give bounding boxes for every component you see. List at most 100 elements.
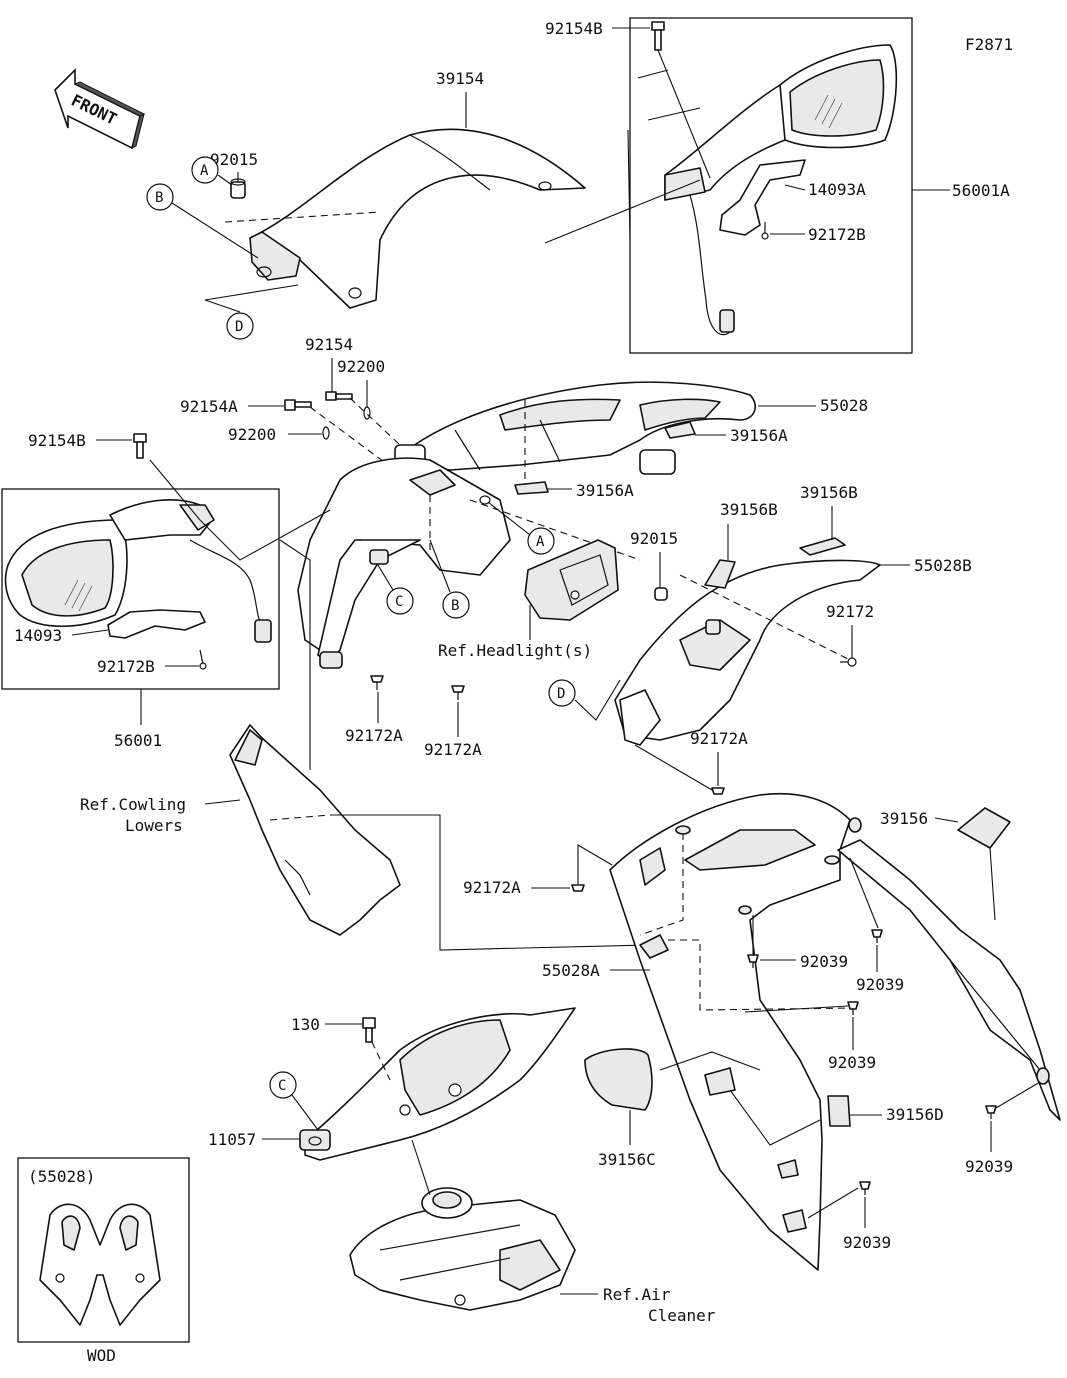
callout-d-top: D: [204, 284, 299, 340]
svg-text:C: C: [395, 594, 403, 610]
label-55028b: 55028B: [914, 556, 972, 575]
label-14093: 14093: [14, 626, 62, 645]
callout-d-mid: D: [548, 679, 621, 721]
screw-92172b-left: [199, 649, 207, 670]
inset-box: [17, 1157, 190, 1343]
figure-code: F2871: [965, 35, 1013, 54]
inner-cowl-center: [297, 457, 511, 669]
label-ref-air-cleaner-2: Cleaner: [648, 1306, 716, 1325]
callout-a-mid: A: [487, 501, 555, 555]
screw-92172b-right: [761, 222, 769, 240]
rivet-92039-a: [747, 954, 759, 968]
label-56001a: 56001A: [952, 181, 1010, 200]
label-92154: 92154: [305, 335, 353, 354]
label-39156a-lower: 39156A: [576, 481, 634, 500]
label-56001: 56001: [114, 731, 162, 750]
bracket-14093a: [719, 159, 806, 236]
label-92172a-a: 92172A: [345, 726, 403, 745]
cowling-lower-ref: [229, 724, 401, 936]
side-cowl-55028a: [609, 792, 851, 1271]
side-cowl-rear: [837, 817, 1061, 1121]
patch-39156b-right: [799, 537, 846, 556]
assembly-box-56001a: [629, 17, 913, 354]
mirror-left: [4, 499, 272, 643]
label-92039-e: 92039: [843, 1233, 891, 1252]
label-ref-air-cleaner-1: Ref.Air: [603, 1285, 671, 1304]
upper-cowl-55028: [394, 381, 756, 475]
label-92015-top: 92015: [210, 150, 258, 169]
screw-92172-right: [840, 657, 857, 667]
callout-b-mid: B: [429, 539, 470, 619]
label-39156b-right: 39156B: [800, 483, 858, 502]
air-cleaner-ref: [349, 1187, 576, 1311]
label-92200-top: 92200: [337, 357, 385, 376]
inset-cowl-front-view: [39, 1203, 161, 1326]
label-55028a: 55028A: [542, 961, 600, 980]
rivet-92039-e: [859, 1181, 871, 1195]
bracket-14093: [107, 609, 206, 639]
label-11057: 11057: [208, 1130, 256, 1149]
label-55028: 55028: [820, 396, 868, 415]
svg-text:D: D: [557, 686, 565, 702]
label-39156: 39156: [880, 809, 928, 828]
bolt-92154b-top: [651, 21, 665, 51]
label-39156d: 39156D: [886, 1105, 944, 1124]
callout-b-top: B: [146, 183, 259, 259]
label-ref-cowling-lowers-1: Ref.Cowling: [80, 795, 186, 814]
label-39156b-left: 39156B: [720, 500, 778, 519]
label-ref-headlights: Ref.Headlight(s): [438, 641, 592, 660]
svg-text:B: B: [451, 598, 459, 614]
label-ref-cowling-lowers-2: Lowers: [125, 816, 183, 835]
bolt-92154a: [284, 399, 312, 411]
svg-text:C: C: [278, 1078, 286, 1094]
inner-panel-55028b: [614, 559, 881, 746]
label-92172b-right: 92172B: [808, 225, 866, 244]
svg-text:A: A: [200, 163, 209, 179]
label-92039-b: 92039: [856, 975, 904, 994]
patch-39156a-lower: [514, 481, 549, 495]
patch-39156c: [584, 1048, 653, 1111]
windshield-39154: [224, 128, 586, 309]
label-92172a-b: 92172A: [424, 740, 482, 759]
front-arrow-icon: FRONT: [54, 68, 146, 150]
mirror-right: [664, 44, 898, 336]
label-92200-mid: 92200: [228, 425, 276, 444]
headlight-bracket: [524, 539, 619, 621]
screw-92172a-d: [571, 884, 585, 892]
inset-caption: WOD: [87, 1346, 116, 1365]
label-92154b-top: 92154B: [545, 19, 603, 38]
screw-92172a-a: [370, 675, 384, 690]
label-14093a: 14093A: [808, 180, 866, 199]
bolt-130: [362, 1017, 376, 1043]
label-92154b-left: 92154B: [28, 431, 86, 450]
rivet-92039-d: [985, 1105, 997, 1119]
screw-92172a-c: [711, 787, 725, 795]
label-39156a-upper: 39156A: [730, 426, 788, 445]
patch-39156b-left: [704, 559, 736, 589]
washer-92200-top: [363, 406, 371, 420]
rivet-92039-b: [871, 929, 883, 943]
patch-39156d: [827, 1095, 851, 1127]
svg-text:D: D: [235, 319, 243, 335]
label-92154a: 92154A: [180, 397, 238, 416]
label-39154: 39154: [436, 69, 484, 88]
label-39156c: 39156C: [598, 1150, 656, 1169]
svg-text:B: B: [155, 190, 163, 206]
label-130: 130: [291, 1015, 320, 1034]
bolt-92154: [325, 391, 353, 401]
label-92172-right: 92172: [826, 602, 874, 621]
bolt-92154b-left: [133, 433, 147, 459]
label-92172b-left: 92172B: [97, 657, 155, 676]
label-92172a-c: 92172A: [690, 729, 748, 748]
patch-39156: [957, 807, 1011, 849]
callout-c-bottom: C: [269, 1071, 319, 1131]
label-92039-c: 92039: [828, 1053, 876, 1072]
inset-title: (55028): [28, 1167, 95, 1186]
label-92015-mid: 92015: [630, 529, 678, 548]
svg-text:A: A: [536, 534, 545, 550]
label-92039-d: 92039: [965, 1157, 1013, 1176]
screw-92172a-b: [451, 685, 465, 700]
callout-a-top: A: [191, 156, 233, 186]
washer-92200-mid: [322, 426, 330, 440]
